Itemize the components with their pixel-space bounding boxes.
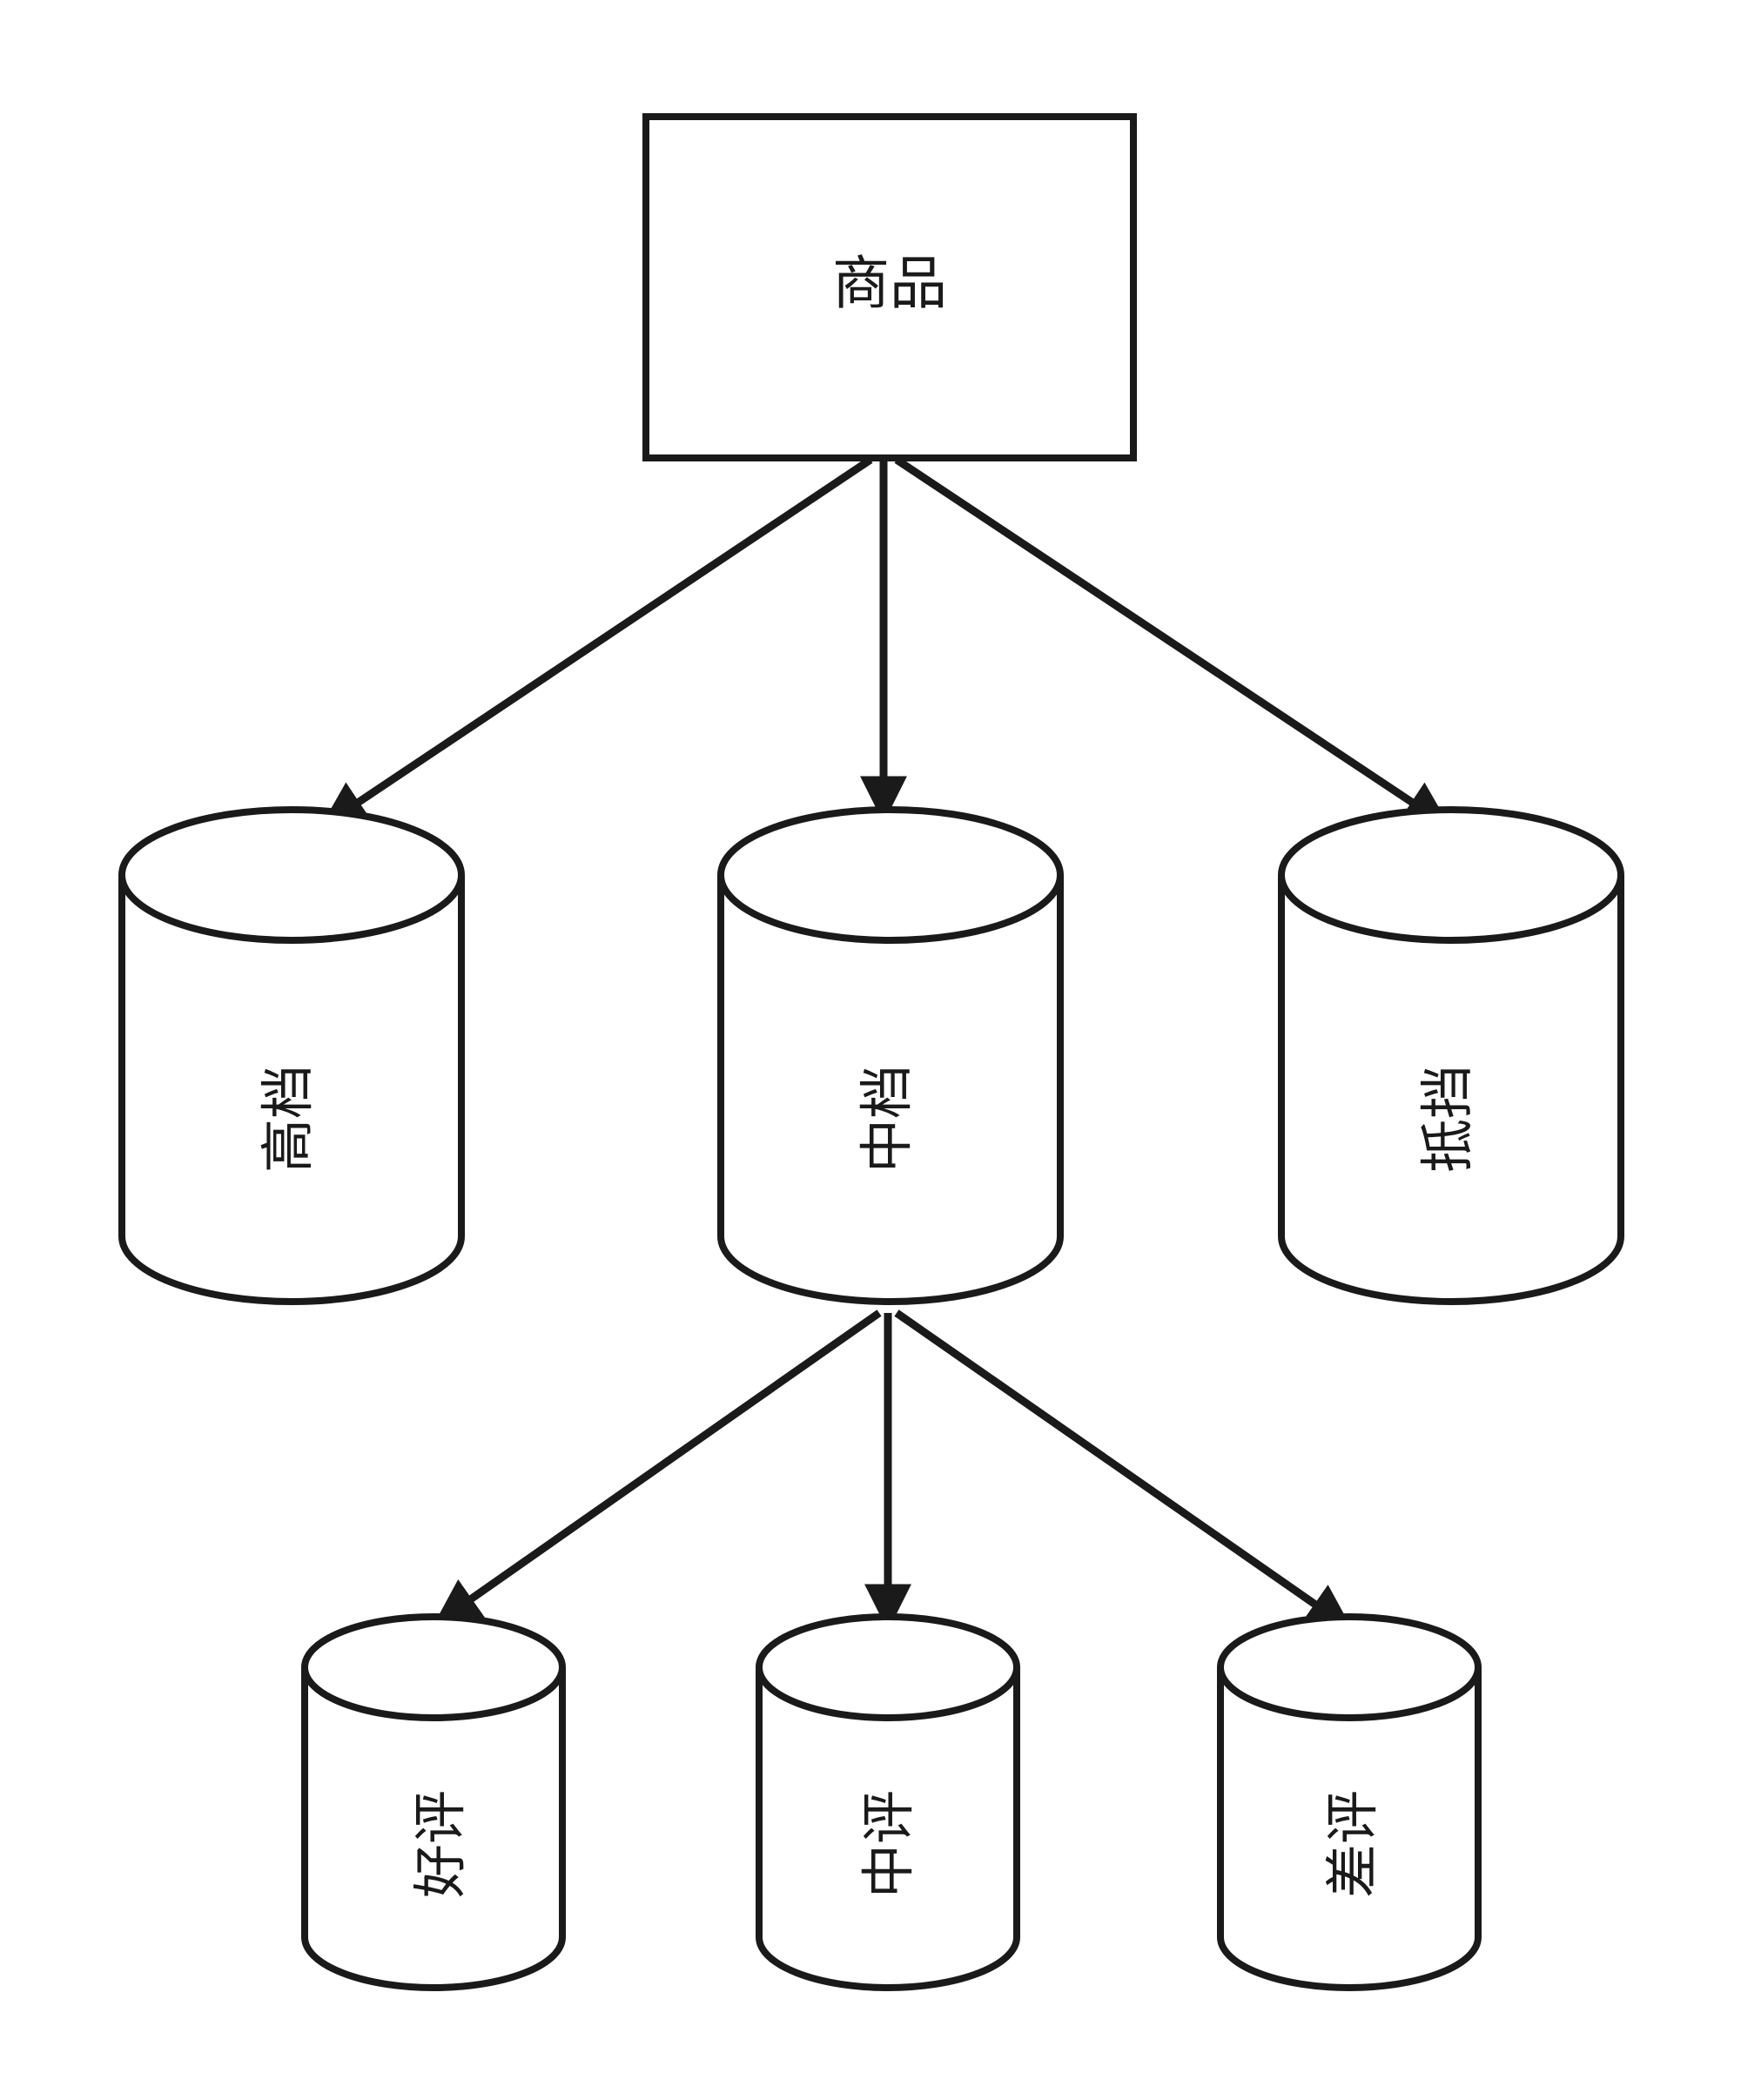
cylinder-body (118, 875, 465, 1305)
cylinder-body (1217, 1667, 1482, 1991)
cylinder-top (118, 806, 465, 944)
tier-label-low: 抵挡 (1415, 1065, 1479, 1173)
review-node-good: 好评 (301, 1613, 566, 1991)
cylinder-top (756, 1613, 1020, 1721)
cylinder-top (717, 806, 1064, 944)
edge-root-to-tier-low (894, 456, 1451, 829)
root-box (642, 113, 1137, 461)
review-node-bad: 差评 (1217, 1613, 1482, 1991)
root-node: 商品 (642, 113, 1137, 461)
tier-label-mid: 中档 (855, 1065, 918, 1173)
root-label: 商品 (832, 250, 947, 317)
tier-node-high: 高档 (118, 806, 465, 1305)
review-label-good: 好评 (408, 1790, 472, 1898)
cylinder-body (301, 1667, 566, 1991)
edges-root-to-tiers (319, 456, 1451, 829)
cylinder-top (1217, 1613, 1482, 1721)
cylinder-body (756, 1667, 1020, 1991)
edge-mid-to-review-good (433, 1309, 882, 1626)
edge-mid-to-review-bad (894, 1309, 1354, 1632)
cylinder-top (301, 1613, 566, 1721)
edge-root-to-tier-high (319, 456, 873, 829)
review-label-neutral: 中评 (857, 1790, 920, 1898)
cylinder-top (1278, 806, 1624, 944)
cylinder-body (1278, 875, 1624, 1305)
review-node-neutral: 中评 (756, 1613, 1020, 1991)
cylinder-body (717, 875, 1064, 1305)
tier-label-high: 高档 (256, 1065, 319, 1173)
tier-node-mid: 中档 (717, 806, 1064, 1305)
tier-node-low: 抵挡 (1278, 806, 1624, 1305)
review-label-bad: 差评 (1321, 1790, 1384, 1898)
edges-mid-to-reviews (433, 1309, 1354, 1632)
